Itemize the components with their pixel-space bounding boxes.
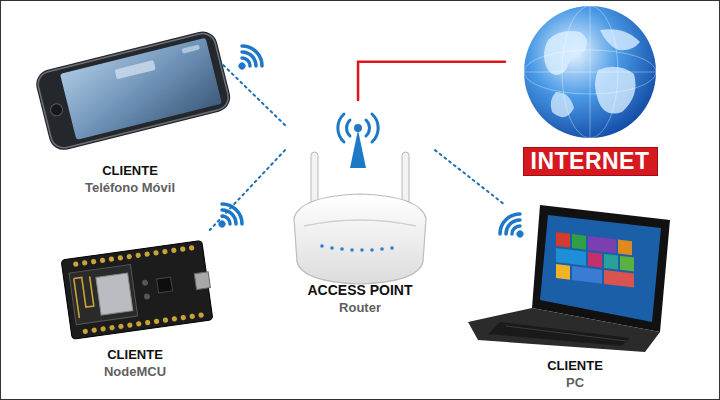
client-node: CLIENTENodeMCU (50, 230, 220, 382)
globe-picture (524, 6, 656, 138)
client-node: CLIENTEPC (470, 205, 680, 393)
client-heading: CLIENTE (107, 346, 163, 363)
internet-label: INTERNET (523, 147, 658, 176)
client-heading: CLIENTE (547, 357, 603, 374)
nodemcu-picture (61, 240, 215, 339)
antenna-symbol (338, 114, 378, 168)
phone-picture (33, 28, 233, 153)
wireless-link (435, 150, 505, 205)
device-name: PC (566, 374, 584, 391)
client-node: CLIENTETeléfono Móvil (40, 30, 220, 198)
device-name: NodeMCU (104, 363, 166, 380)
internet-node: INTERNET (505, 2, 675, 178)
wireless-link (210, 150, 285, 230)
device-name: Teléfono Móvil (85, 179, 175, 196)
client-heading: CLIENTE (102, 162, 158, 179)
device-name: Router (339, 299, 381, 316)
wifi-symbol (230, 42, 267, 79)
wifi-symbol (210, 200, 247, 237)
laptop-picture (468, 205, 670, 352)
access-point-node: ACCESS POINTRouter (285, 100, 435, 318)
router-picture (294, 152, 426, 284)
access-point-heading: ACCESS POINT (307, 282, 412, 299)
wifi-symbol (496, 210, 533, 247)
wireless-link (220, 62, 285, 125)
internet-link (358, 62, 505, 100)
